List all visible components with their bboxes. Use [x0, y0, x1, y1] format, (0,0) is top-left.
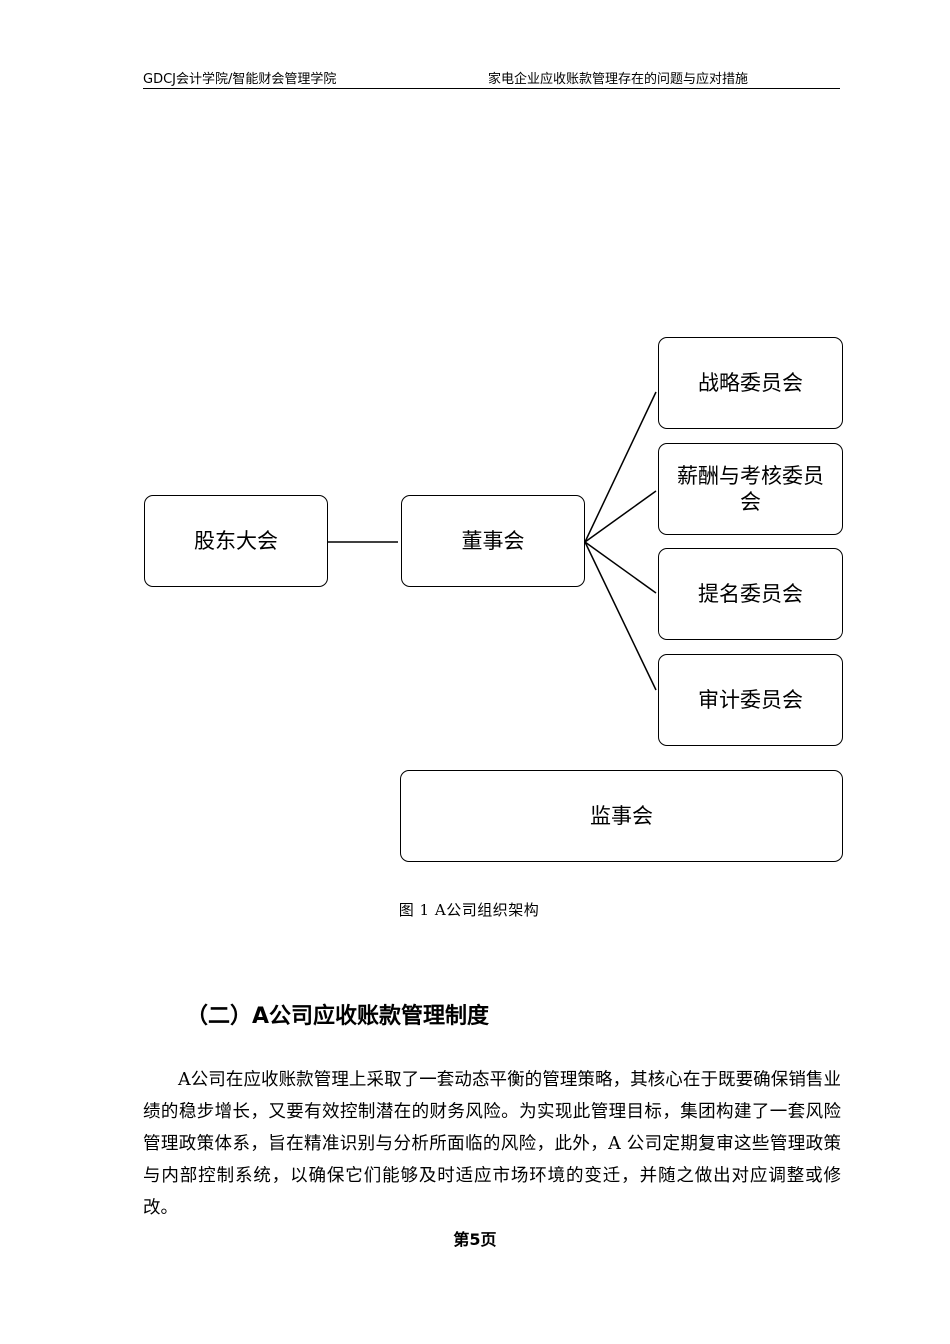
header-right: 家电企业应收账款管理存在的问题与应对措施 — [488, 72, 749, 87]
connector-board-nomination — [584, 541, 657, 594]
org-box-supervisory-board: 监事会 — [400, 770, 843, 862]
figure-caption: 图 1 A公司组织架构 — [398, 901, 540, 919]
section-heading: （二）A公司应收账款管理制度 — [186, 1004, 490, 1029]
header-rule — [143, 88, 840, 89]
org-box-shareholders: 股东大会 — [144, 495, 328, 587]
org-box-compensation-committee: 薪酬与考核委员会 — [658, 443, 843, 535]
org-box-strategy-committee: 战略委员会 — [658, 337, 843, 429]
org-box-audit-committee: 审计委员会 — [658, 654, 843, 746]
header-left: GDCJ会计学院/智能财会管理学院 — [143, 72, 337, 87]
org-box-nomination-committee: 提名委员会 — [658, 548, 843, 640]
body-paragraph: A公司在应收账款管理上采取了一套动态平衡的管理策略，其核心在于既要确保销售业绩的… — [143, 1070, 841, 1218]
connector-board-strategy — [584, 391, 657, 543]
org-box-board: 董事会 — [401, 495, 585, 587]
page-number: 第5页 — [453, 1230, 497, 1249]
connector-board-audit — [584, 541, 657, 691]
connector-board-compensation — [584, 490, 657, 543]
